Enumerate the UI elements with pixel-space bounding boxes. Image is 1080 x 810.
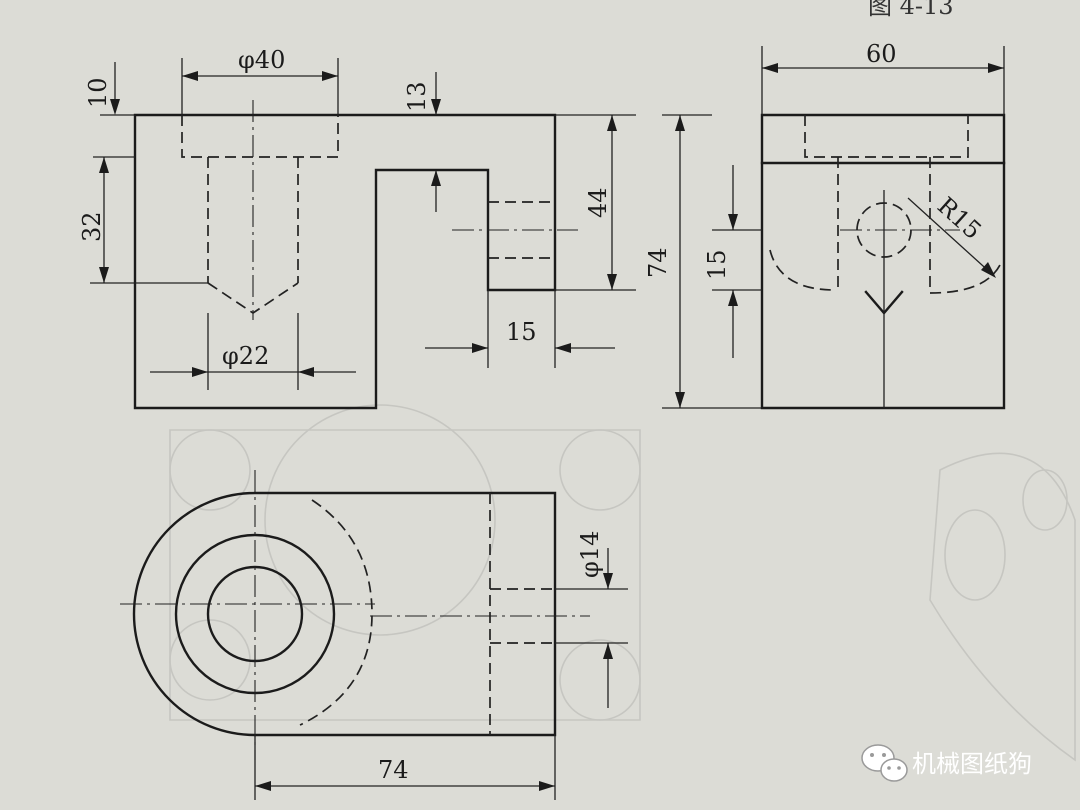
dim-74-height: 74 [644, 114, 762, 409]
bleed-through-background [169, 404, 1076, 762]
watermark: 机械图纸狗 [861, 744, 1032, 782]
wechat-icon [861, 744, 908, 782]
dim-15-side: 15 [703, 249, 731, 280]
dim-44: 44 [584, 187, 612, 218]
top-view-outline [132, 491, 557, 737]
dim-74-top: 74 [378, 756, 409, 784]
dim-32: 32 [78, 211, 106, 242]
side-view-outline [760, 113, 1006, 410]
figure-label: 图 4-13 [868, 0, 954, 20]
dim-phi14: φ14 [576, 531, 604, 578]
dim-15-front: 15 [506, 318, 537, 346]
watermark-text: 机械图纸狗 [912, 750, 1032, 778]
top-view: φ14 74 [120, 470, 628, 800]
front-view: φ40 10 32 13 44 15 φ22 [78, 46, 636, 410]
dim-phi22: φ22 [222, 342, 269, 370]
side-view: 60 15 R15 [703, 40, 1006, 410]
dim-r15: R15 [932, 192, 987, 245]
dim-60: 60 [866, 40, 897, 68]
dim-13: 13 [403, 81, 431, 112]
dim-10: 10 [84, 77, 112, 108]
dim-phi40: φ40 [238, 46, 285, 74]
dim-74-front: 74 [644, 247, 672, 278]
front-view-outline [133, 113, 557, 410]
